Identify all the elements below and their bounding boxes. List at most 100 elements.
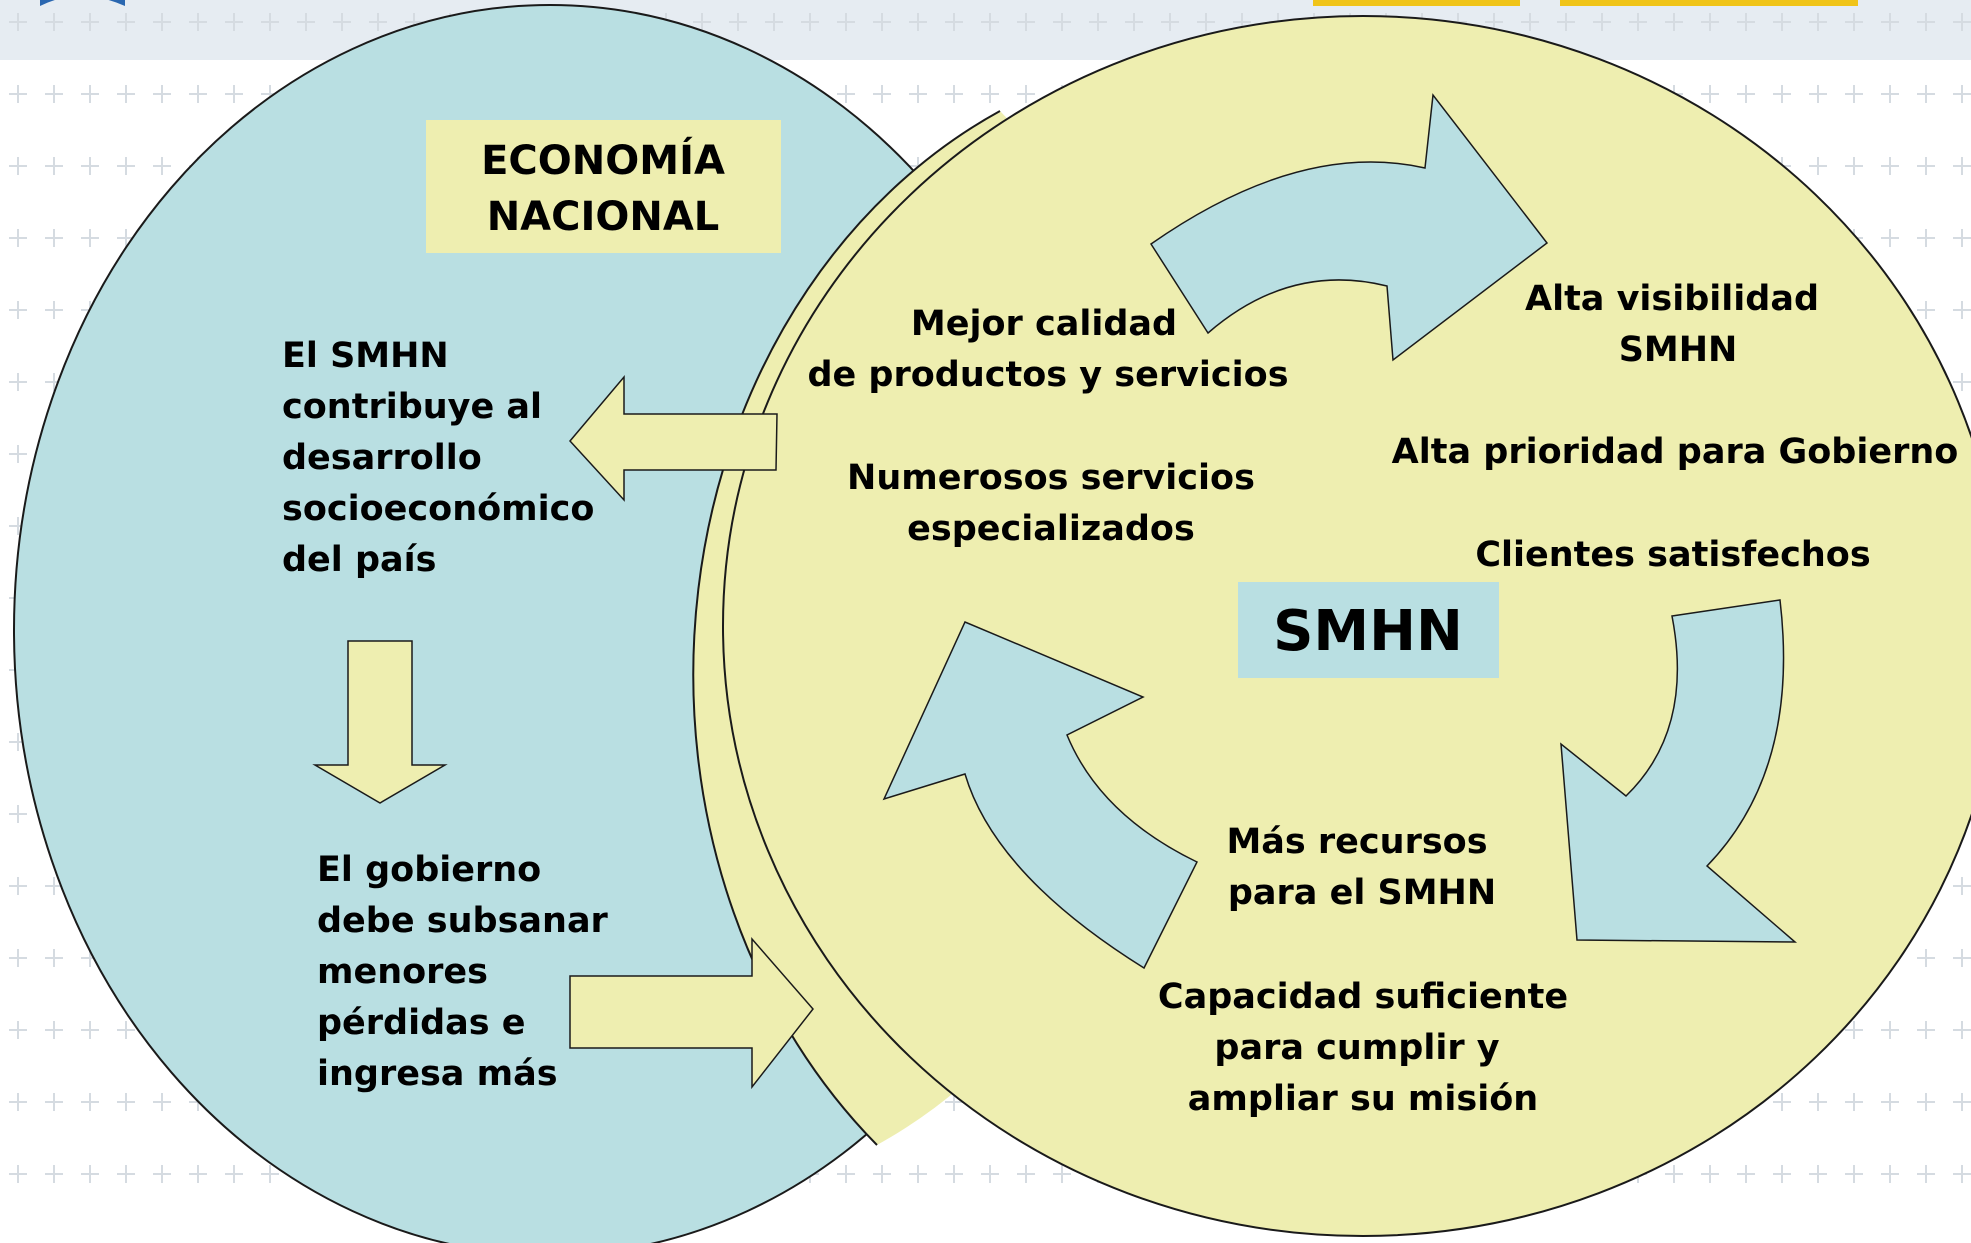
grid-plus-mark — [873, 1165, 891, 1183]
grid-plus-mark — [945, 85, 963, 103]
government-line-1: El gobierno — [317, 850, 541, 890]
grid-plus-mark — [1845, 85, 1863, 103]
government-line-4: pérdidas e — [317, 1003, 526, 1043]
priority-text: Alta prioridad para Gobierno — [1392, 432, 1959, 472]
grid-plus-mark — [9, 445, 27, 463]
grid-plus-mark — [45, 301, 63, 319]
resources-text: Más recursos para el SMHN — [1226, 822, 1496, 913]
grid-plus-mark — [1917, 1165, 1935, 1183]
contribution-line-2: contribuye al — [282, 387, 542, 427]
grid-plus-mark — [9, 373, 27, 391]
grid-plus-mark — [45, 157, 63, 175]
government-line-2: debe subsanar — [317, 901, 609, 941]
grid-plus-mark — [1917, 229, 1935, 247]
grid-plus-mark — [1881, 13, 1899, 31]
top-tab-right — [1560, 0, 1858, 6]
grid-plus-mark — [1809, 157, 1827, 175]
grid-plus-mark — [837, 13, 855, 31]
grid-plus-mark — [1629, 13, 1647, 31]
smhn-box-label: SMHN — [1273, 599, 1463, 664]
grid-plus-mark — [1917, 949, 1935, 967]
grid-plus-mark — [945, 13, 963, 31]
grid-plus-mark — [117, 1021, 135, 1039]
grid-plus-mark — [1125, 13, 1143, 31]
grid-plus-mark — [1953, 301, 1971, 319]
grid-plus-mark — [1953, 949, 1971, 967]
grid-plus-mark — [909, 85, 927, 103]
grid-plus-mark — [9, 1093, 27, 1111]
grid-plus-mark — [1665, 1165, 1683, 1183]
quality-text: Mejor calidad de productos y servicios — [807, 304, 1288, 395]
grid-plus-mark — [9, 85, 27, 103]
grid-plus-mark — [117, 157, 135, 175]
grid-plus-mark — [729, 13, 747, 31]
grid-plus-mark — [765, 13, 783, 31]
grid-plus-mark — [1881, 1093, 1899, 1111]
grid-plus-mark — [117, 1165, 135, 1183]
grid-plus-mark — [1917, 157, 1935, 175]
grid-plus-mark — [693, 13, 711, 31]
grid-plus-mark — [1881, 1021, 1899, 1039]
grid-plus-mark — [225, 1165, 243, 1183]
services-line-2: especializados — [907, 509, 1195, 549]
clients-text: Clientes satisfechos — [1475, 535, 1870, 575]
grid-plus-mark — [297, 13, 315, 31]
grid-plus-mark — [837, 1165, 855, 1183]
grid-plus-mark — [1701, 85, 1719, 103]
grid-plus-mark — [873, 85, 891, 103]
grid-plus-mark — [45, 1093, 63, 1111]
grid-plus-mark — [1809, 1165, 1827, 1183]
grid-plus-mark — [1197, 13, 1215, 31]
grid-plus-mark — [81, 157, 99, 175]
grid-plus-mark — [1845, 157, 1863, 175]
grid-plus-mark — [1089, 13, 1107, 31]
services-line-1: Numerosos servicios — [847, 458, 1255, 498]
contribution-line-1: El SMHN — [282, 336, 449, 376]
grid-plus-mark — [1881, 85, 1899, 103]
grid-plus-mark — [1953, 373, 1971, 391]
grid-plus-mark — [9, 229, 27, 247]
grid-plus-mark — [261, 1165, 279, 1183]
quality-line-2: de productos y servicios — [807, 355, 1288, 395]
visibility-line-1: Alta visibilidad — [1525, 279, 1819, 319]
government-text: El gobierno debe subsanar menores pérdid… — [317, 850, 609, 1094]
grid-plus-mark — [9, 157, 27, 175]
grid-plus-mark — [1053, 13, 1071, 31]
grid-plus-mark — [81, 229, 99, 247]
grid-plus-mark — [945, 1165, 963, 1183]
grid-plus-mark — [9, 877, 27, 895]
grid-plus-mark — [909, 1165, 927, 1183]
grid-plus-mark — [1881, 1165, 1899, 1183]
grid-plus-mark — [981, 13, 999, 31]
quality-line-1: Mejor calidad — [911, 304, 1177, 344]
smhn-box — [1238, 582, 1499, 678]
grid-plus-mark — [1737, 85, 1755, 103]
grid-plus-mark — [1773, 85, 1791, 103]
contribution-line-4: socioeconómico — [282, 489, 594, 529]
grid-plus-mark — [981, 85, 999, 103]
economy-box — [426, 120, 781, 253]
economy-box-line-2: NACIONAL — [487, 194, 720, 240]
government-line-5: ingresa más — [317, 1054, 558, 1094]
grid-plus-mark — [1017, 85, 1035, 103]
grid-plus-mark — [1881, 157, 1899, 175]
grid-plus-mark — [45, 85, 63, 103]
visibility-line-2: SMHN — [1619, 330, 1738, 370]
capacity-line-2: para cumplir y — [1214, 1028, 1499, 1068]
capacity-text: Capacidad suficiente para cumplir y ampl… — [1158, 977, 1568, 1119]
grid-plus-mark — [1953, 1093, 1971, 1111]
arrow-right-icon — [569, 936, 814, 1090]
grid-plus-mark — [153, 13, 171, 31]
grid-plus-mark — [1701, 13, 1719, 31]
grid-plus-mark — [45, 229, 63, 247]
grid-plus-mark — [1773, 1165, 1791, 1183]
grid-plus-mark — [117, 1093, 135, 1111]
grid-plus-mark — [1953, 13, 1971, 31]
grid-plus-mark — [981, 1165, 999, 1183]
grid-plus-mark — [333, 13, 351, 31]
resources-line-1: Más recursos — [1226, 822, 1487, 862]
curved-arrow-up-icon — [882, 621, 1199, 970]
grid-plus-mark — [1845, 1021, 1863, 1039]
arrow-down-icon — [312, 640, 448, 804]
